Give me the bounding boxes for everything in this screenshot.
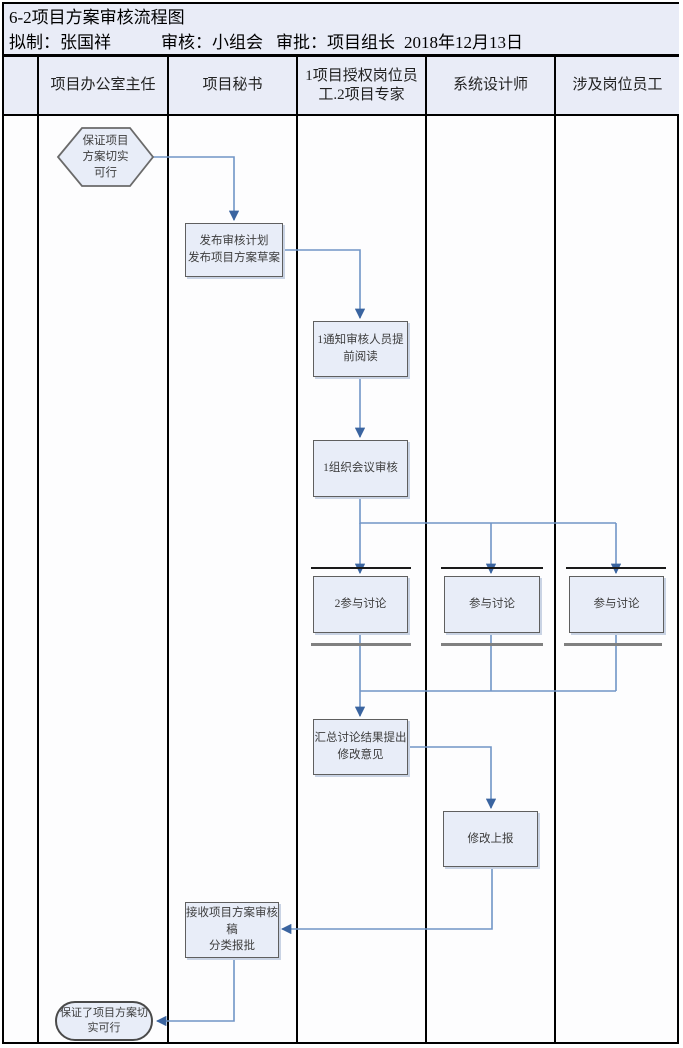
node-start: 保证项目 方案切实 可行 <box>82 134 129 180</box>
node-discuss-expert: 2参与讨论 <box>313 576 408 633</box>
node-discuss-staff: 参与讨论 <box>569 576 664 633</box>
node-discuss-designer: 参与讨论 <box>444 576 540 633</box>
node-end: 保证了项目方案切 实可行 <box>55 1001 153 1041</box>
lane-divider-0 <box>37 57 39 1044</box>
meta-line: 拟制：张国祥 审核：小组会审批：项目组长 2018年12月13日 <box>9 30 523 56</box>
title-band: 6-2项目方案审核流程图 拟制：张国祥 审核：小组会审批：项目组长 2018年12月… <box>4 4 679 57</box>
meta-prepared: 拟制：张国祥 <box>9 33 111 52</box>
fork-bar-designer <box>441 567 543 569</box>
fork-bar-expert <box>311 567 411 569</box>
node-notify-reviewers: 1通知审核人员提 前阅读 <box>313 321 408 377</box>
meta-date: 2018年12月13日 <box>404 33 523 52</box>
meta-approved: 审批：项目组长 <box>276 33 395 52</box>
join-bar-designer <box>441 643 543 646</box>
node-publish-review-plan: 发布审核计划 发布项目方案草案 <box>185 223 283 277</box>
node-receive-classify: 接收项目方案审核 稿 分类报批 <box>185 902 279 958</box>
node-summarize-results: 汇总讨论结果提出 修改意见 <box>313 719 408 775</box>
page-title: 6-2项目方案审核流程图 <box>9 8 185 27</box>
lane-header-project-secretary: 项目秘书 <box>202 77 263 93</box>
lane-divider-4 <box>554 57 556 1044</box>
meta-reviewed: 审核：小组会 <box>161 33 263 52</box>
node-revise-submit: 修改上报 <box>443 811 538 867</box>
lane-divider-2 <box>296 57 298 1044</box>
lane-header-authorized-staff-experts: 1项目授权岗位员 工.2项目专家 <box>305 67 418 103</box>
lane-header-strip <box>4 57 679 116</box>
fork-bar-staff <box>566 567 666 569</box>
node-organize-meeting: 1组织会议审核 <box>313 440 408 497</box>
lane-header-system-designer: 系统设计师 <box>452 77 528 93</box>
lane-header-related-staff: 涉及岗位员工 <box>572 77 663 93</box>
lane-divider-3 <box>425 57 427 1044</box>
lane-divider-1 <box>167 57 169 1044</box>
join-bar-staff <box>564 643 662 646</box>
lane-header-office-director: 项目办公室主任 <box>50 77 156 93</box>
join-bar-expert <box>311 643 411 646</box>
